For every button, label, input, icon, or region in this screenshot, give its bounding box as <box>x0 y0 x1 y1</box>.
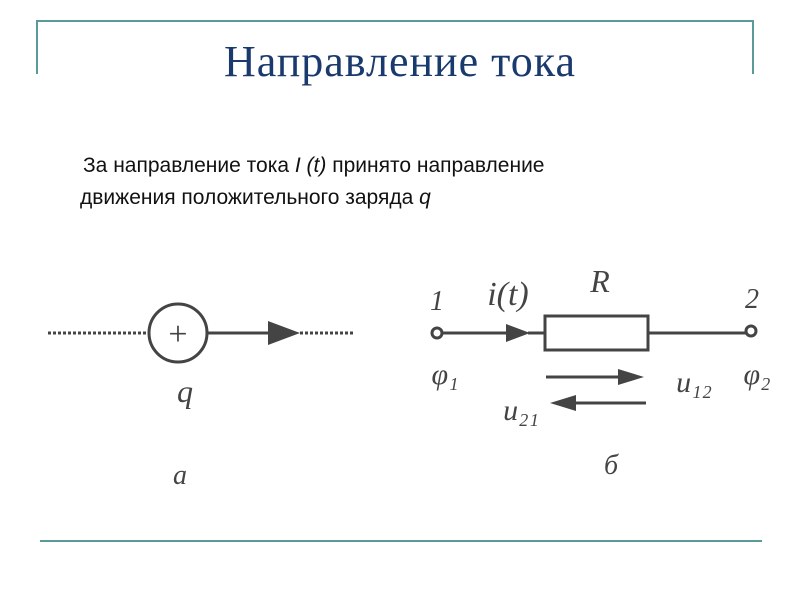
charge-label: q <box>177 373 193 409</box>
motion-arrow-head <box>268 321 300 345</box>
current-symbol: I (t) <box>294 154 327 177</box>
node-2-label: 2 <box>745 284 759 315</box>
body-line-1: За направление тока I (t) принято направ… <box>80 150 760 182</box>
charge-symbol: q <box>419 186 431 209</box>
frame-left-line <box>36 20 38 74</box>
node-1-label: 1 <box>430 286 444 317</box>
node-2-terminal <box>744 324 758 338</box>
body-line-2-start: движения положительного заряда <box>80 186 420 209</box>
figure-b-caption: б <box>604 450 619 481</box>
body-line-1-start: За направление тока <box>83 154 295 177</box>
current-label: i(t) <box>487 276 529 313</box>
slide-body-text: За направление тока I (t) принято направ… <box>80 150 760 214</box>
u12-label: u₁₂ <box>676 366 712 399</box>
current-arrow-head <box>506 324 530 342</box>
u21-label: u₂₁ <box>503 394 539 427</box>
frame-right-tick <box>752 20 754 74</box>
frame-bottom-line <box>40 540 762 542</box>
figure-b <box>430 314 758 411</box>
slide-title: Направление тока <box>224 37 576 86</box>
node-1-terminal <box>430 326 444 340</box>
body-line-2: движения положительного заряда q <box>80 182 760 214</box>
resistor-label: R <box>589 263 610 299</box>
body-line-1-end: принято направление <box>326 154 545 177</box>
charge-sign: + <box>168 316 187 353</box>
u12-arrow-head <box>618 369 644 385</box>
figure-a-caption: а <box>173 460 187 491</box>
phi2-label: φ₂ <box>743 358 770 391</box>
frame-top-line <box>36 20 754 22</box>
u21-arrow-head <box>550 395 576 411</box>
figure-a <box>48 302 354 364</box>
phi1-label: φ₁ <box>431 358 458 391</box>
resistor <box>543 314 650 352</box>
